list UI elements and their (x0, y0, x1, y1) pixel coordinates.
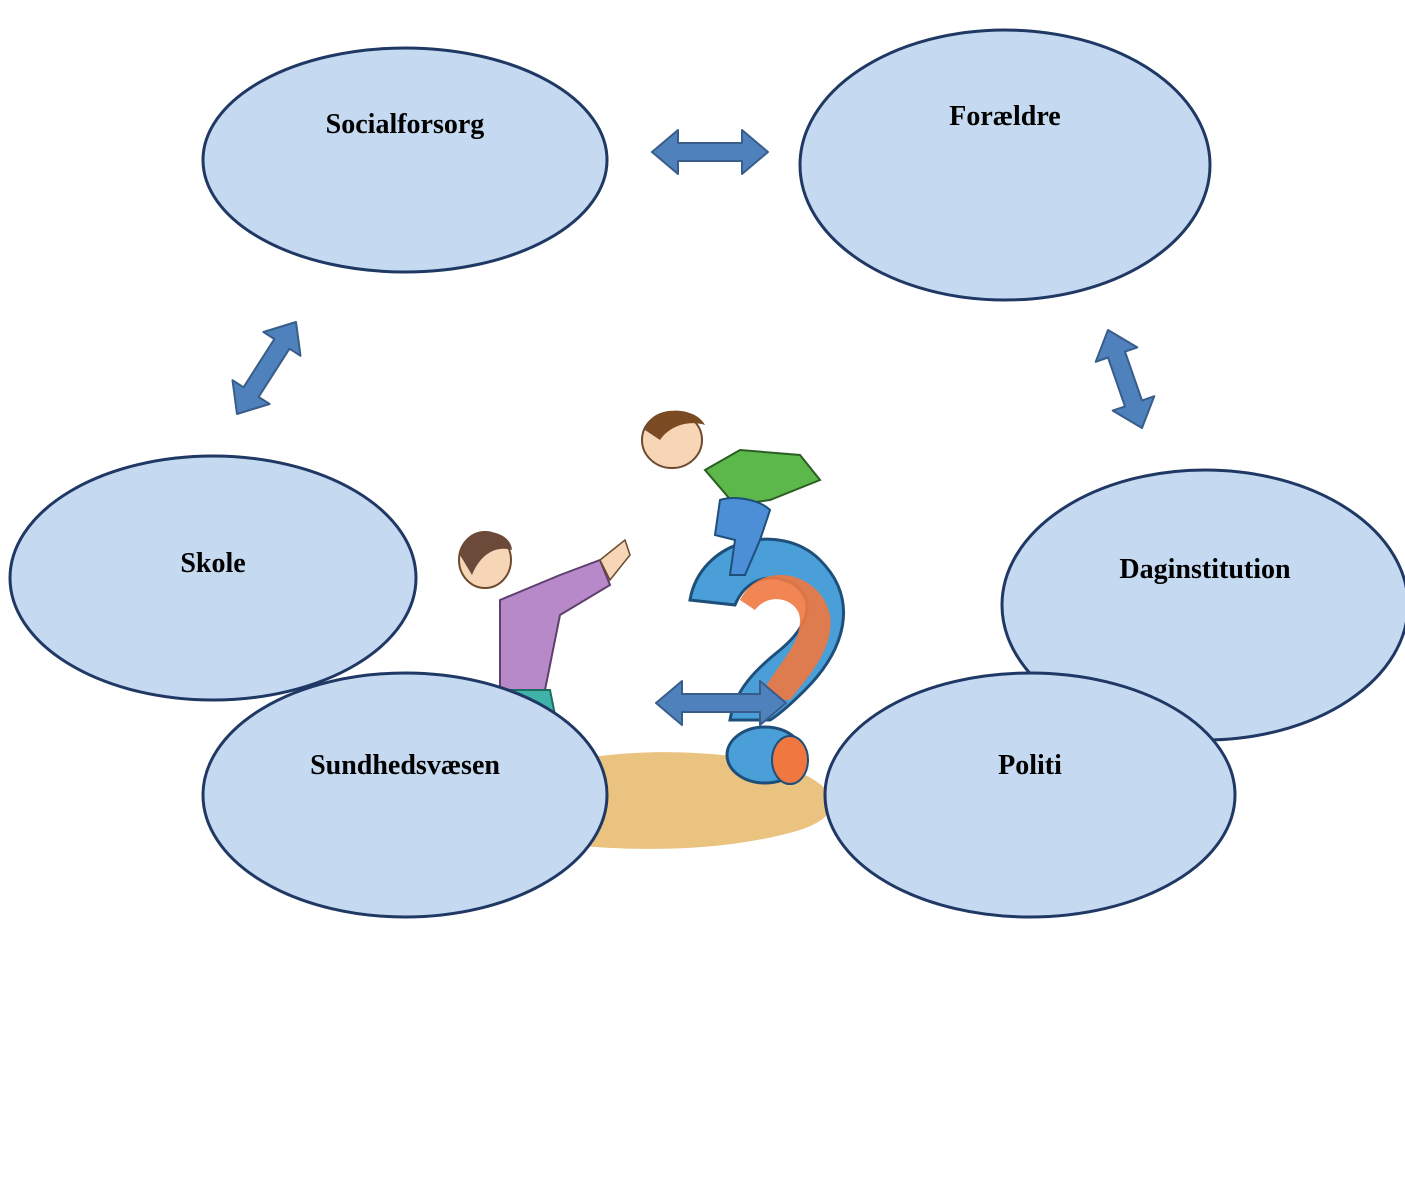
node-ellipse-sundhedsvaesen (201, 671, 609, 919)
node-ellipse-politi (823, 671, 1237, 919)
double-arrow-politi-sundhedsvaesen (655, 680, 787, 726)
node-label-sundhedsvaesen: Sundhedsvæsen (310, 750, 500, 781)
double-arrow-foraeldre-daginstitution (1094, 329, 1156, 429)
node-label-skole: Skole (180, 548, 245, 579)
double-arrow-skole-socialforsorg (231, 321, 302, 415)
node-ellipse-skole (8, 454, 418, 702)
boy-figure (641, 410, 822, 576)
node-ellipse-foraeldre (798, 28, 1212, 302)
node-label-foraeldre: Forældre (949, 101, 1060, 132)
node-ellipse-socialforsorg (201, 46, 609, 274)
node-label-socialforsorg: Socialforsorg (326, 109, 485, 140)
node-label-politi: Politi (998, 750, 1062, 781)
node-skole: Skole (8, 454, 418, 702)
node-foraeldre: Forældre (798, 28, 1212, 302)
question-mark-pattern (740, 574, 831, 700)
node-socialforsorg: Socialforsorg (201, 46, 609, 274)
node-daginstitution: Daginstitution (1000, 468, 1405, 742)
node-politi: Politi (823, 671, 1237, 919)
double-arrow-socialforsorg-foraeldre (651, 129, 769, 175)
node-label-daginstitution: Daginstitution (1119, 554, 1291, 585)
node-sundhedsvaesen: Sundhedsvæsen (201, 671, 609, 919)
